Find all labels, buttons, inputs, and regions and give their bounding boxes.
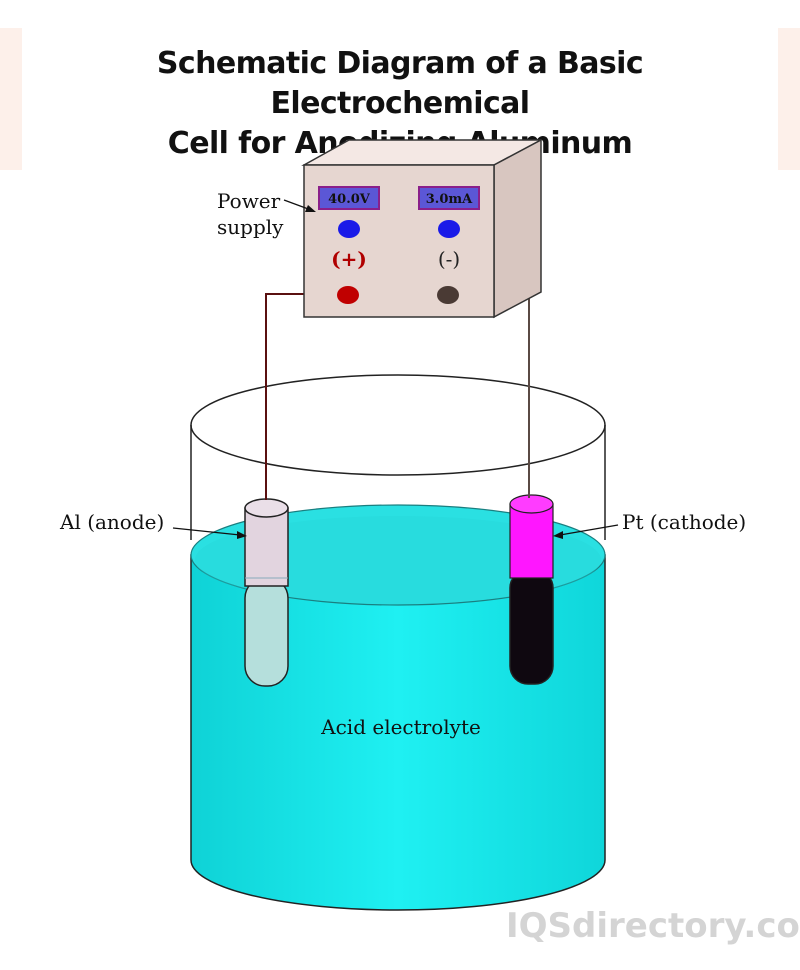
power-supply: 40.0V 3.0mA (+) (-): [301, 138, 542, 319]
power-supply-label-line1: Power: [217, 189, 281, 213]
electrolyte-surface: [190, 504, 606, 606]
cathode-electrode: [509, 494, 554, 685]
power-supply-label-line2: supply: [217, 215, 284, 239]
corner-decoration-right: [778, 28, 800, 170]
anode-top: [244, 498, 289, 518]
anode-upper: [244, 507, 289, 587]
positive-terminal-label: (+): [331, 247, 367, 271]
cathode-top: [509, 494, 554, 514]
current-display: [418, 186, 480, 210]
cathode-lower: [509, 569, 554, 685]
cathode-label: Pt (cathode): [622, 510, 746, 534]
voltage-knob: [338, 220, 360, 238]
power-supply-arrow: [283, 199, 316, 212]
anode-label: Al (anode): [59, 510, 164, 534]
voltage-display: [318, 186, 380, 210]
electrolyte-surface-inner: [195, 516, 601, 604]
title-line-1: Schematic Diagram of a Basic Electrochem…: [156, 46, 644, 121]
electrolyte-label: Acid electrolyte: [320, 715, 481, 739]
current-knob: [438, 220, 460, 238]
beaker-rim: [190, 374, 606, 476]
negative-terminal: [437, 286, 459, 304]
electrolyte-body: [190, 554, 606, 911]
watermark: IQSdirectory.com: [506, 906, 800, 946]
anode-lower: [244, 577, 289, 687]
anode-electrode: [244, 498, 289, 687]
electrolyte: Acid electrolyte: [190, 504, 606, 911]
corner-decoration-left: [0, 28, 22, 170]
anode-arrow: [172, 527, 247, 539]
current-readout: 3.0mA: [426, 192, 473, 207]
cathode-upper: [509, 503, 554, 579]
beaker: [190, 374, 606, 540]
power-supply-side: [493, 138, 542, 319]
positive-terminal: [337, 286, 359, 304]
negative-terminal-label: (-): [438, 247, 460, 271]
voltage-readout: 40.0V: [328, 192, 371, 207]
cathode-arrow: [553, 524, 619, 539]
